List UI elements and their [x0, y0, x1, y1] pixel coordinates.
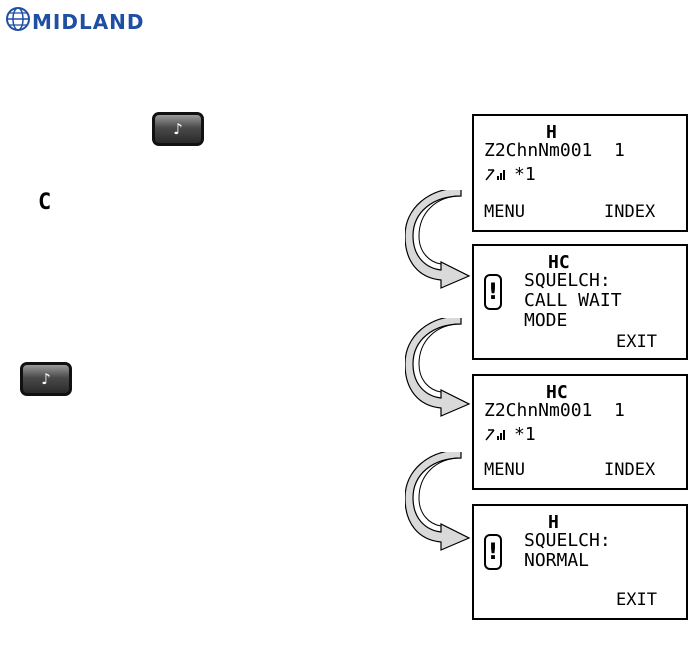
curved-arrow-icon: [405, 190, 475, 290]
softkey-index: INDEX: [604, 460, 655, 480]
lcd-screen-2: HC ! SQUELCH: CALL WAIT MODE EXIT: [472, 244, 688, 360]
curved-arrow-icon: [405, 318, 475, 418]
globe-icon: [4, 4, 34, 34]
lcd-screen-3: HC Z2ChnNm001 1 *1 MENU INDEX: [472, 374, 688, 490]
channel-name: Z2ChnNm001 1: [484, 140, 625, 161]
softkey-exit: EXIT: [616, 332, 657, 352]
softkey-index: INDEX: [604, 202, 655, 222]
scan-indicator: *1: [514, 424, 536, 445]
lcd-screen-4: H ! SQUELCH: NORMAL EXIT: [472, 504, 688, 620]
squelch-label: SQUELCH:: [524, 270, 611, 291]
softkey-exit: EXIT: [616, 590, 657, 610]
exclamation-icon: !: [484, 534, 502, 570]
softkey-menu: MENU: [484, 460, 525, 480]
squelch-value: CALL WAIT: [524, 290, 622, 311]
exclamation-icon: !: [484, 274, 502, 310]
lcd-screen-1: H Z2ChnNm001 1 *1 MENU INDEX: [472, 114, 688, 232]
softkey-menu: MENU: [484, 202, 525, 222]
midland-logo: MIDLAND: [4, 4, 174, 38]
squelch-value-cont: MODE: [524, 310, 567, 331]
music-note-icon: ♪: [155, 115, 201, 143]
antenna-signal-icon: [484, 166, 506, 182]
squelch-label: SQUELCH:: [524, 530, 611, 551]
squelch-value: NORMAL: [524, 550, 589, 571]
c-label: C: [38, 190, 51, 215]
music-note-icon: ♪: [23, 365, 69, 393]
curved-arrow-icon: [405, 452, 475, 552]
music-key-top[interactable]: ♪: [152, 112, 204, 146]
logo-text: MIDLAND: [32, 10, 145, 34]
music-key-bottom[interactable]: ♪: [20, 362, 72, 396]
scan-indicator: *1: [514, 164, 536, 185]
channel-name: Z2ChnNm001 1: [484, 400, 625, 421]
antenna-signal-icon: [484, 426, 506, 442]
